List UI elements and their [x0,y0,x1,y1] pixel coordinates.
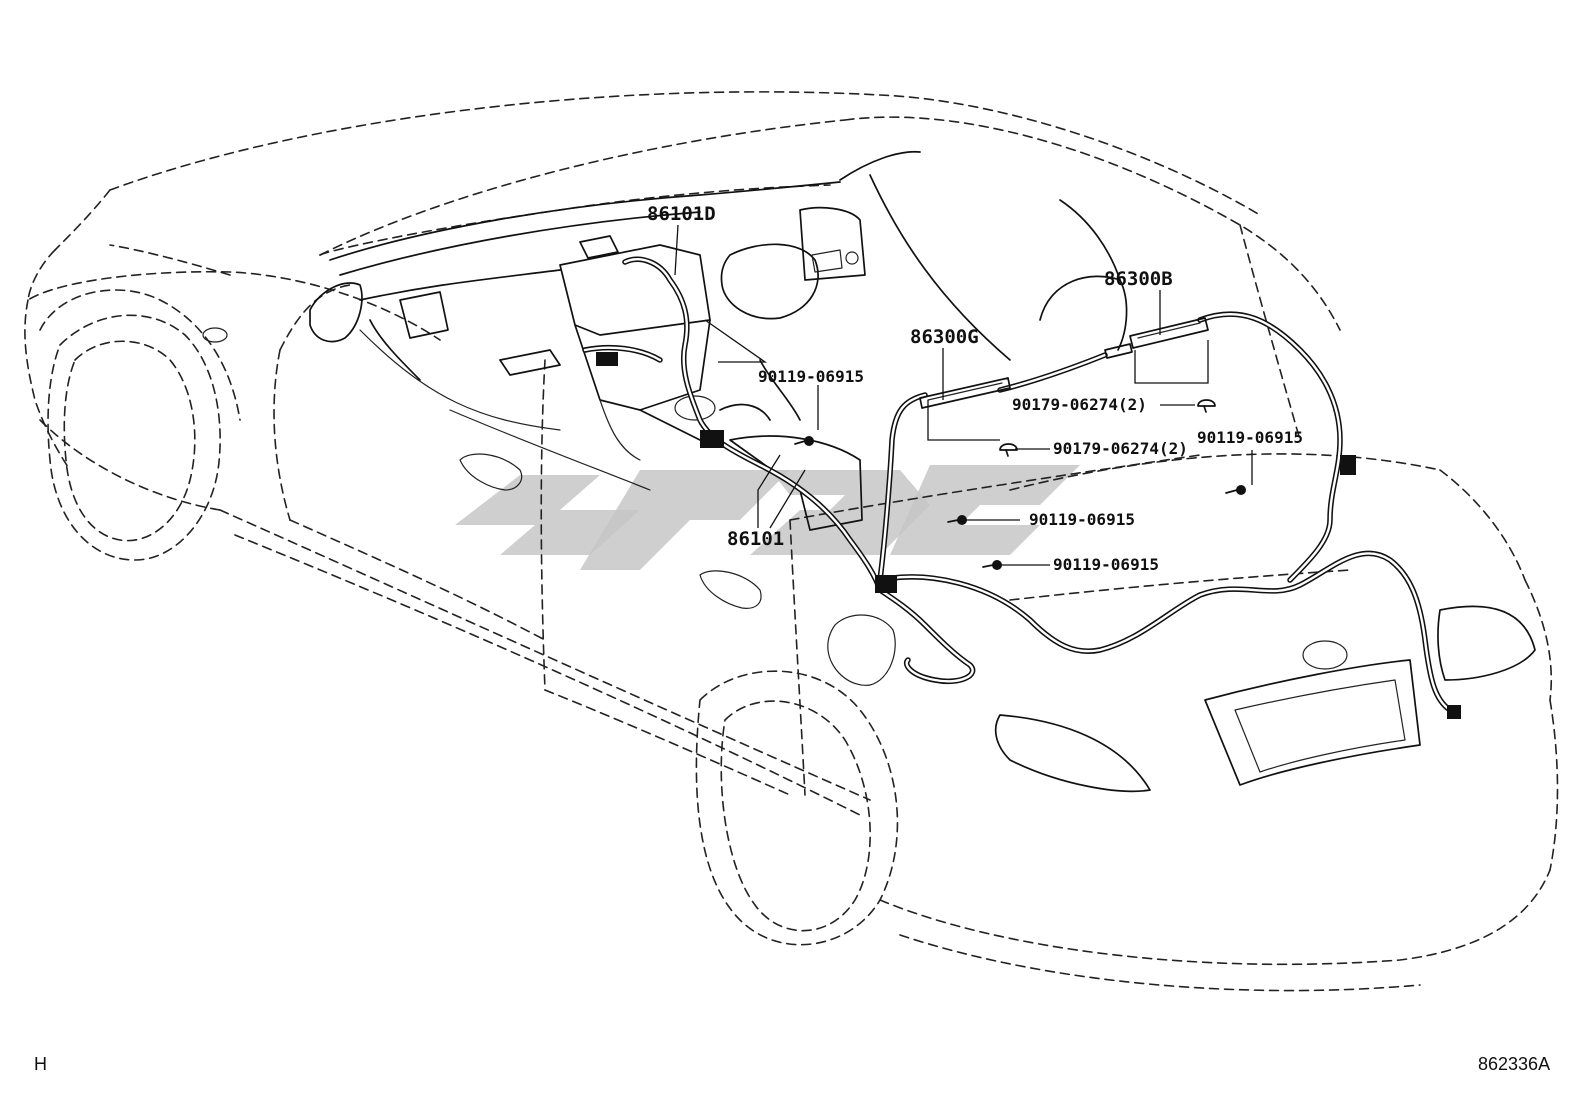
clip-icon [999,443,1018,457]
car-body-outline [24,91,1559,992]
diagram-code: 862336A [1478,1054,1550,1074]
screw-icon [947,515,967,525]
part-label-86300G: 86300G [910,326,979,348]
leader-lines [674,224,1253,566]
clip-part-number-label: 90179-06274(2) [1012,395,1147,414]
watermark-logo [455,465,1080,570]
part-label-86101D: 86101D [647,203,716,225]
screw-part-number-label: 90119-06915 [1053,555,1159,574]
screw-icon [794,436,814,446]
interior-outline [329,150,1128,531]
clip-icon [1197,399,1216,413]
screw-icon [982,560,1002,570]
corner-mark: H [34,1054,47,1074]
screw-part-number-label: 90119-06915 [1029,510,1135,529]
antenna-cable-harness [582,256,1461,719]
part-label-86101: 86101 [727,528,784,550]
part-label-86300B: 86300B [1104,268,1173,290]
clip-part-number-label: 90179-06274(2) [1053,439,1188,458]
screw-part-number-label: 90119-06915 [1197,428,1303,447]
screw-part-number-label: 90119-06915 [758,367,864,386]
screw-icon [1225,485,1246,495]
antenna-element-86300B [1104,317,1209,359]
antenna-element-86300G [919,377,1011,409]
